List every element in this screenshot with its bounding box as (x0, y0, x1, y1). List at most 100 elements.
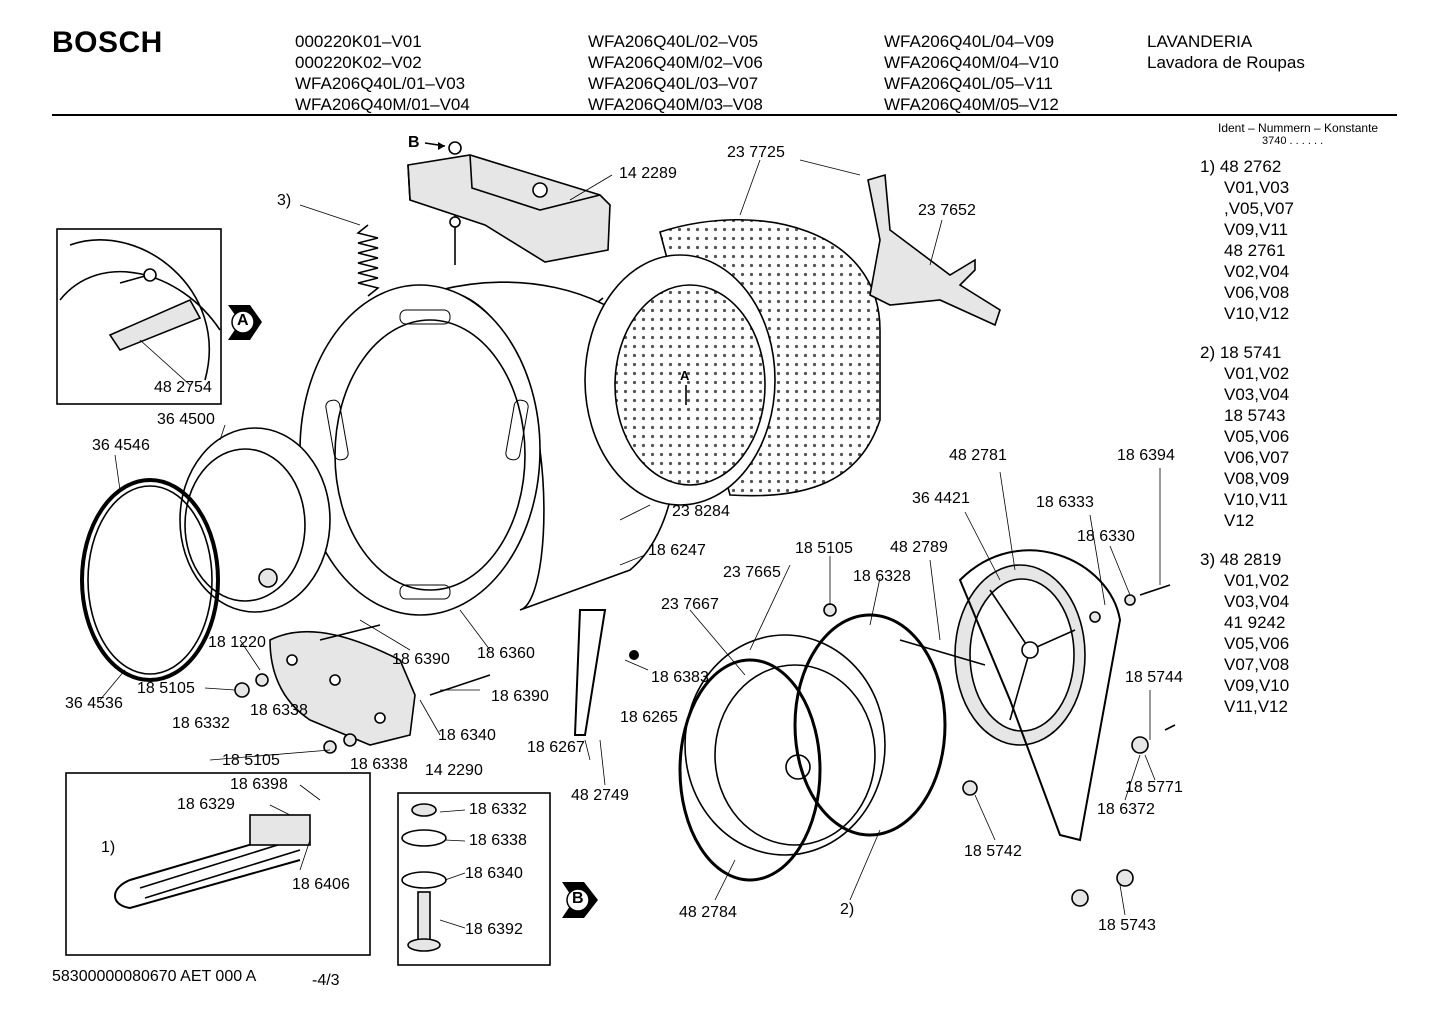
part-label: 18 6360 (477, 645, 535, 662)
note-line: V01,V03 (1224, 178, 1290, 197)
part-label: 23 7667 (661, 596, 719, 613)
part-label: 2) (840, 901, 855, 918)
part-label: 48 2754 (154, 379, 212, 396)
part-label: 18 6267 (527, 739, 585, 756)
drive-belt (958, 549, 1122, 842)
model-code: WFA206Q40L/01–V03 (295, 74, 466, 93)
note-line: V09,V11 (1224, 220, 1288, 239)
damper-link (573, 609, 607, 736)
note-line: 3) 48 2819 (1200, 550, 1282, 569)
part-label: 14 2290 (425, 762, 483, 779)
note-line: 48 2761 (1224, 241, 1286, 260)
part-label: 18 6340 (465, 865, 523, 882)
badge-a: A (237, 312, 249, 329)
part-label: 18 6398 (230, 776, 288, 793)
part-label: 3) (277, 192, 292, 209)
note-line: V03,V04 (1224, 592, 1290, 611)
badge-b: B (572, 890, 584, 907)
part-label: 18 6338 (469, 832, 527, 849)
front-counterweight (269, 631, 416, 746)
badge-a-shape (228, 305, 262, 340)
note-line: V02,V04 (1224, 262, 1290, 281)
drum-spider (867, 173, 1001, 327)
part-label: 18 5105 (137, 680, 195, 697)
model-code: WFA206Q40L/03–V07 (588, 74, 759, 93)
product-category: LAVANDERIA Lavadora de Roupas (1147, 31, 1305, 73)
part-label: 18 6390 (392, 651, 450, 668)
part-label: 48 2749 (571, 787, 629, 804)
part-label: 48 2784 (679, 904, 737, 921)
part-label: 18 1220 (208, 634, 266, 651)
part-label: 18 5742 (964, 843, 1022, 860)
part-label: 18 6330 (1077, 528, 1135, 545)
note-line: V07,V08 (1224, 655, 1290, 674)
note-line: V10,V12 (1224, 304, 1290, 323)
part-label: 23 7725 (727, 144, 785, 161)
note-line: 18 5743 (1224, 406, 1286, 425)
top-counterweight (407, 141, 611, 265)
part-label: 18 6328 (853, 568, 911, 585)
part-label: 23 8284 (672, 503, 730, 520)
note-line: V09,V10 (1224, 676, 1290, 695)
page-number: -4/3 (312, 972, 340, 989)
model-column-3: WFA206Q40L/04–V09 WFA206Q40M/04–V10 WFA2… (884, 31, 1059, 115)
model-code: WFA206Q40M/03–V08 (588, 95, 763, 114)
note-line: V05,V06 (1224, 634, 1290, 653)
variant-notes: 1) 48 2762 V01,V03 ,V05,V07 V09,V11 48 2… (1200, 156, 1294, 717)
part-label: 18 6390 (491, 688, 549, 705)
part-label: 14 2289 (619, 165, 677, 182)
view-a-arrow-label: A (680, 368, 690, 383)
note-line: 2) 18 5741 (1200, 343, 1282, 362)
note-line: V01,V02 (1224, 364, 1290, 383)
part-label: 18 5743 (1098, 917, 1156, 934)
part-label: 18 6265 (620, 709, 678, 726)
part-label: 18 6392 (465, 921, 523, 938)
tub-seal-ring (793, 613, 947, 837)
model-code: WFA206Q40L/05–V11 (884, 74, 1053, 93)
note-line: V11,V12 (1224, 697, 1288, 716)
part-label: 18 6406 (292, 876, 350, 893)
drum-pulley (954, 564, 1086, 746)
note-line: V06,V07 (1224, 448, 1290, 467)
model-column-2: WFA206Q40L/02–V05 WFA206Q40M/02–V06 WFA2… (588, 31, 763, 115)
model-code: WFA206Q40M/04–V10 (884, 53, 1059, 72)
part-label: 23 7652 (918, 202, 976, 219)
part-label: 18 5771 (1125, 779, 1183, 796)
part-label: 18 6332 (469, 801, 527, 818)
part-label: 18 6372 (1097, 801, 1155, 818)
model-code: WFA206Q40M/01–V04 (295, 95, 470, 114)
suspension-spring-left (356, 224, 380, 297)
part-label: 36 4546 (92, 437, 150, 454)
part-label: 18 6394 (1117, 447, 1175, 464)
note-line: V05,V06 (1224, 427, 1290, 446)
note-line: V08,V09 (1224, 469, 1290, 488)
part-label: 36 4500 (157, 411, 215, 428)
note-line: ,V05,V07 (1224, 199, 1294, 218)
part-label: 18 6333 (1036, 494, 1094, 511)
part-label: 48 2781 (949, 447, 1007, 464)
model-code: 000220K01–V01 (295, 32, 422, 51)
note-line: V10,V11 (1224, 490, 1288, 509)
note-line: 1) 48 2762 (1200, 157, 1282, 176)
model-code: WFA206Q40M/05–V12 (884, 95, 1059, 114)
marker-dot (629, 650, 639, 660)
category-title: LAVANDERIA (1147, 32, 1253, 51)
note-line: V03,V04 (1224, 385, 1290, 404)
detail-inset-a (56, 228, 222, 405)
note-line: V06,V08 (1224, 283, 1290, 302)
ident-code: 3740 . . . . . . (1262, 135, 1324, 147)
header-rule (52, 114, 1397, 116)
part-label: 23 7665 (723, 564, 781, 581)
document-code: 58300000080670 AET 000 A (52, 968, 257, 985)
ident-title: Ident – Nummern – Konstante (1218, 121, 1379, 135)
model-code: WFA206Q40M/02–V06 (588, 53, 763, 72)
model-code: WFA206Q40L/04–V09 (884, 32, 1055, 51)
part-label: 18 6329 (177, 796, 235, 813)
part-label: 18 6332 (172, 715, 230, 732)
note-line: V12 (1224, 511, 1255, 530)
note-line: 41 9242 (1224, 613, 1286, 632)
bolt-group (234, 584, 1176, 907)
part-label: 18 6338 (250, 702, 308, 719)
part-label: 18 6247 (648, 542, 706, 559)
